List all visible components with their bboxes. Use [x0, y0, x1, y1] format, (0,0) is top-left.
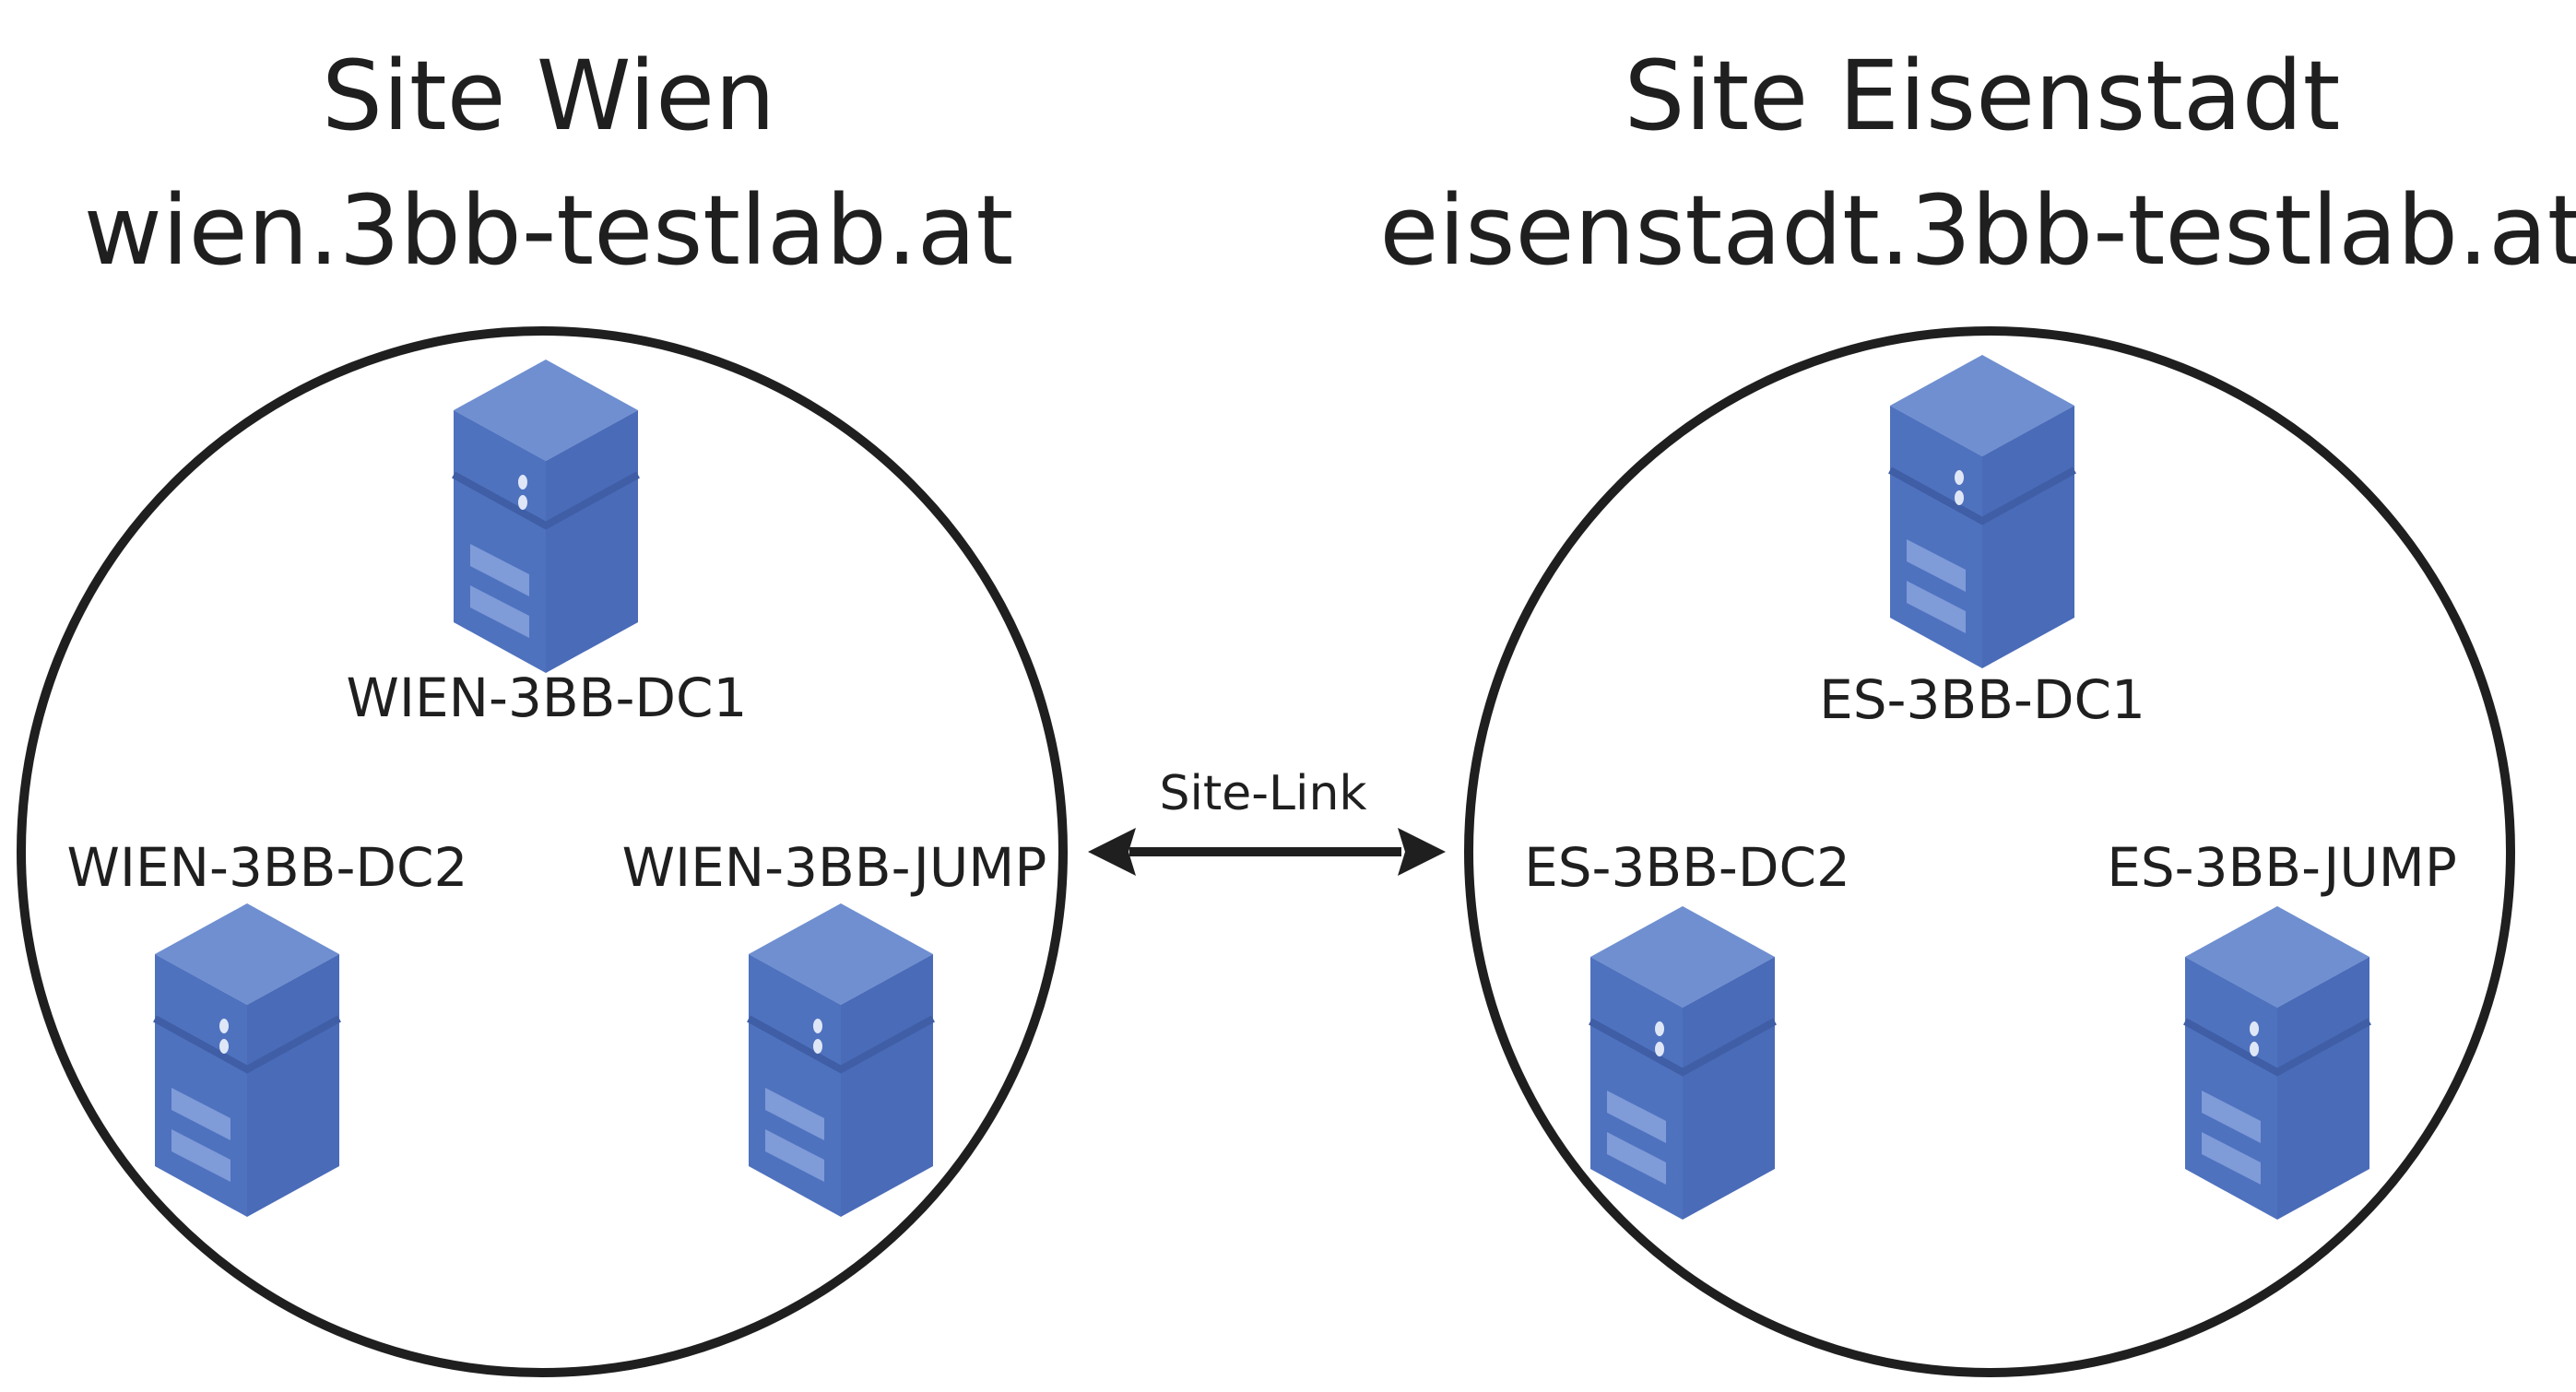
server-icon-wien-jump: [749, 903, 933, 1217]
site-link-arrow: [1088, 828, 1446, 876]
server-icon-es-dc1: [1890, 355, 2074, 668]
site-wien-circle: [17, 326, 1068, 1377]
site-eisenstadt-circle: [1464, 326, 2515, 1377]
server-icon-es-dc2: [1590, 906, 1775, 1220]
server-icon-es-jump: [2185, 906, 2369, 1220]
server-icon-wien-dc1: [454, 360, 638, 673]
site-wien-title: Site Wien: [321, 40, 776, 152]
site-link-label: Site-Link: [1159, 766, 1367, 821]
server-label-wien-dc1: WIEN-3BB-DC1: [346, 667, 748, 729]
server-icon-wien-dc2: [155, 903, 339, 1217]
server-label-wien-jump: WIEN-3BB-JUMP: [621, 836, 1047, 899]
site-eisenstadt-title: Site Eisenstadt: [1624, 40, 2341, 152]
server-label-wien-dc2: WIEN-3BB-DC2: [66, 836, 468, 899]
site-wien-domain: wien.3bb-testlab.at: [83, 174, 1014, 287]
server-label-es-dc2: ES-3BB-DC2: [1524, 836, 1850, 899]
site-eisenstadt-domain: eisenstadt.3bb-testlab.at: [1379, 174, 2576, 287]
server-label-es-dc1: ES-3BB-DC1: [1819, 668, 2145, 731]
server-label-es-jump: ES-3BB-JUMP: [2107, 836, 2457, 899]
